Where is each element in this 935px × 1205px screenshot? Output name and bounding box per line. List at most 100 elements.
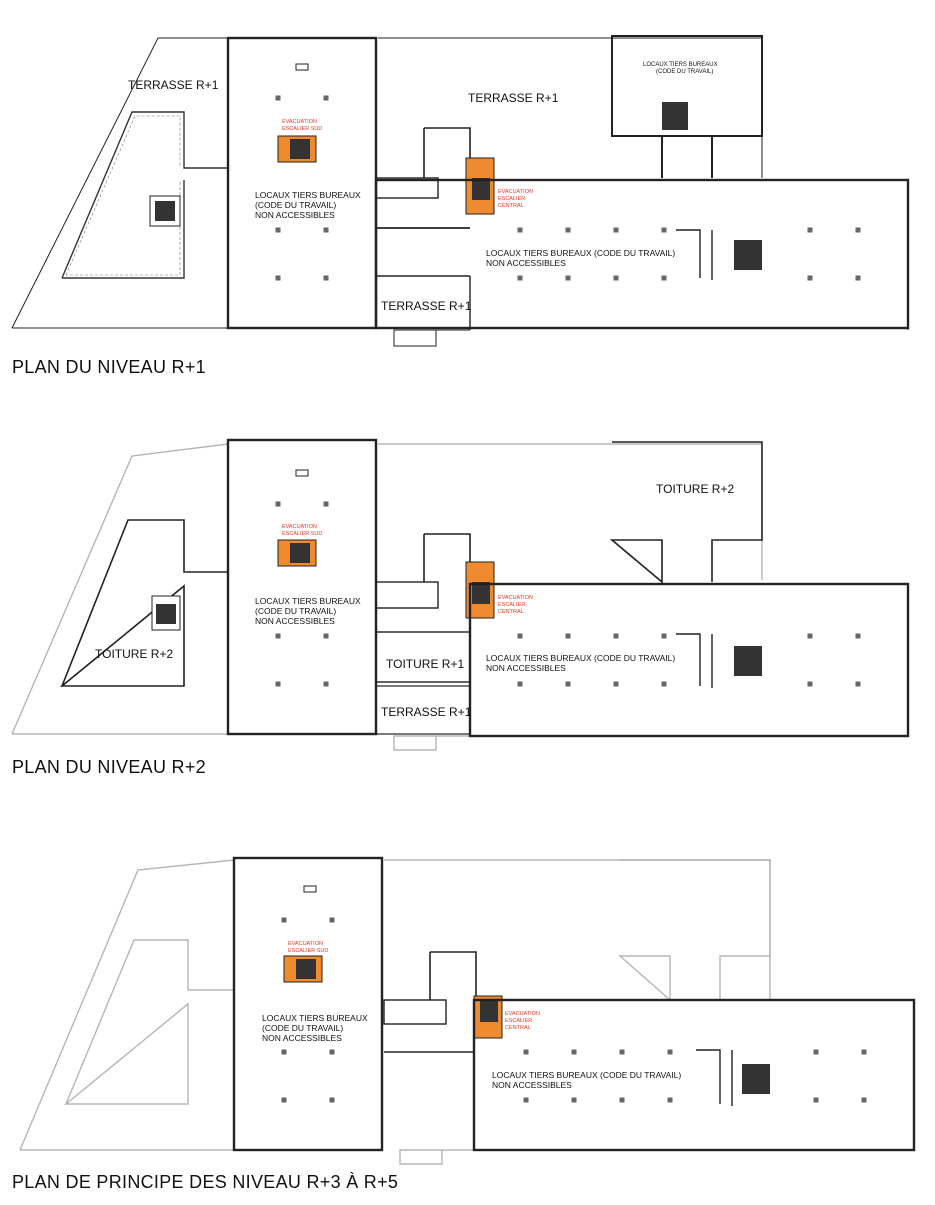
evac-sud-label-1: EVACUATION <box>288 941 323 947</box>
plan-r3-r5-title: PLAN DE PRINCIPE DES NIVEAU R+3 À R+5 <box>12 1172 398 1192</box>
locaux-center-label-3: NON ACCESSIBLES <box>255 210 335 220</box>
corridor-block <box>429 951 477 1000</box>
toiture-mid-label: TOITURE R+1 <box>386 657 464 671</box>
evac-central-label-1: EVACUATION <box>498 189 533 195</box>
stair-east <box>734 646 762 676</box>
evac-central-label-2: ESCALIER <box>498 196 525 202</box>
tower-shaft <box>295 469 309 477</box>
column <box>329 917 335 923</box>
corridor-block <box>423 533 471 582</box>
column <box>807 633 813 639</box>
column <box>323 95 329 101</box>
column <box>523 1097 529 1103</box>
column <box>323 227 329 233</box>
locaux-center-label-2: (CODE DU TRAVAIL) <box>255 606 336 616</box>
column <box>571 1049 577 1055</box>
column <box>523 1049 529 1055</box>
column <box>517 275 523 281</box>
column <box>329 1049 335 1055</box>
east-partition <box>676 633 713 688</box>
mid-roof <box>375 631 471 683</box>
column <box>517 227 523 233</box>
north-ghost-block <box>618 859 771 1002</box>
tower-outline <box>226 438 378 736</box>
stair-central-steps <box>480 1000 498 1022</box>
column <box>275 275 281 281</box>
toiture-north-label: TOITURE R+2 <box>656 482 734 496</box>
column <box>813 1049 819 1055</box>
corridor-block <box>423 127 471 178</box>
east-partition <box>676 229 713 280</box>
locaux-east-label-1: LOCAUX TIERS BUREAUX (CODE DU TRAVAIL) <box>486 653 675 663</box>
toiture-west-label: TOITURE R+2 <box>95 647 173 661</box>
column <box>275 501 281 507</box>
cores <box>383 999 447 1025</box>
tower-outline <box>226 36 378 330</box>
column <box>813 1097 819 1103</box>
column <box>275 95 281 101</box>
plan-r1-title: PLAN DU NIVEAU R+1 <box>12 357 206 377</box>
locaux-center-label-3: NON ACCESSIBLES <box>255 616 335 626</box>
stair-sud-steps <box>290 139 310 159</box>
column <box>861 1097 867 1103</box>
column <box>661 227 667 233</box>
column <box>323 681 329 687</box>
column <box>323 501 329 507</box>
stair-north <box>662 102 688 130</box>
stair-east <box>742 1064 770 1094</box>
site-outline-ghost <box>19 859 915 1165</box>
labels-r3-r5: EVACUATION ESCALIER SUD LOCAUX TIERS BUR… <box>12 941 681 1192</box>
column <box>807 275 813 281</box>
stair-west-steps <box>155 201 175 221</box>
west-wing-outline <box>61 111 228 279</box>
column <box>855 681 861 687</box>
locaux-center-label-1: LOCAUX TIERS BUREAUX <box>255 596 361 606</box>
north-block <box>611 35 763 137</box>
column <box>281 1049 287 1055</box>
stair-central-steps <box>472 582 490 604</box>
stair-sud-steps <box>290 543 310 563</box>
column <box>281 917 287 923</box>
column <box>517 681 523 687</box>
terrasse-west-label: TERRASSE R+1 <box>128 78 219 92</box>
terrasse-south-label: TERRASSE R+1 <box>381 299 472 313</box>
column <box>613 681 619 687</box>
column <box>275 681 281 687</box>
column <box>855 227 861 233</box>
locaux-center-label-3: NON ACCESSIBLES <box>262 1033 342 1043</box>
north-roof-outline <box>609 441 763 584</box>
evac-central-label-2: ESCALIER <box>505 1018 532 1024</box>
column <box>613 275 619 281</box>
locaux-center-label-2: (CODE DU TRAVAIL) <box>255 200 336 210</box>
column <box>619 1097 625 1103</box>
plan-r1 <box>11 35 910 347</box>
locaux-center-label-1: LOCAUX TIERS BUREAUX <box>255 190 361 200</box>
column <box>619 1049 625 1055</box>
locaux-east-label-1: LOCAUX TIERS BUREAUX (CODE DU TRAVAIL) <box>492 1070 681 1080</box>
column <box>855 275 861 281</box>
evac-sud-label-2: ESCALIER SUD <box>282 126 322 132</box>
evac-central-label-3: CENTRAL <box>505 1025 531 1031</box>
west-roof-outline <box>59 519 228 687</box>
plan-r2-title: PLAN DU NIVEAU R+2 <box>12 757 206 777</box>
evac-sud-label-1: EVACUATION <box>282 524 317 530</box>
column <box>275 633 281 639</box>
evac-central-label-1: EVACUATION <box>498 595 533 601</box>
column <box>281 1097 287 1103</box>
labels-r1: TERRASSE R+1 TERRASSE R+1 TERRASSE R+1 L… <box>12 62 718 377</box>
evac-central-label-3: CENTRAL <box>498 203 524 209</box>
evac-central-label-3: CENTRAL <box>498 609 524 615</box>
south-terrace <box>375 685 471 735</box>
north-block-label-2: (CODE DU TRAVAIL) <box>656 69 713 75</box>
evac-sud-label-2: ESCALIER SUD <box>282 531 322 537</box>
north-block-legs <box>661 136 713 178</box>
column <box>571 1097 577 1103</box>
evac-sud-label-1: EVACUATION <box>282 119 317 125</box>
terrasse-south-label: TERRASSE R+1 <box>381 705 472 719</box>
column <box>329 1097 335 1103</box>
locaux-east-label-2: NON ACCESSIBLES <box>486 258 566 268</box>
column <box>275 227 281 233</box>
column <box>565 633 571 639</box>
stair-east <box>734 240 762 270</box>
